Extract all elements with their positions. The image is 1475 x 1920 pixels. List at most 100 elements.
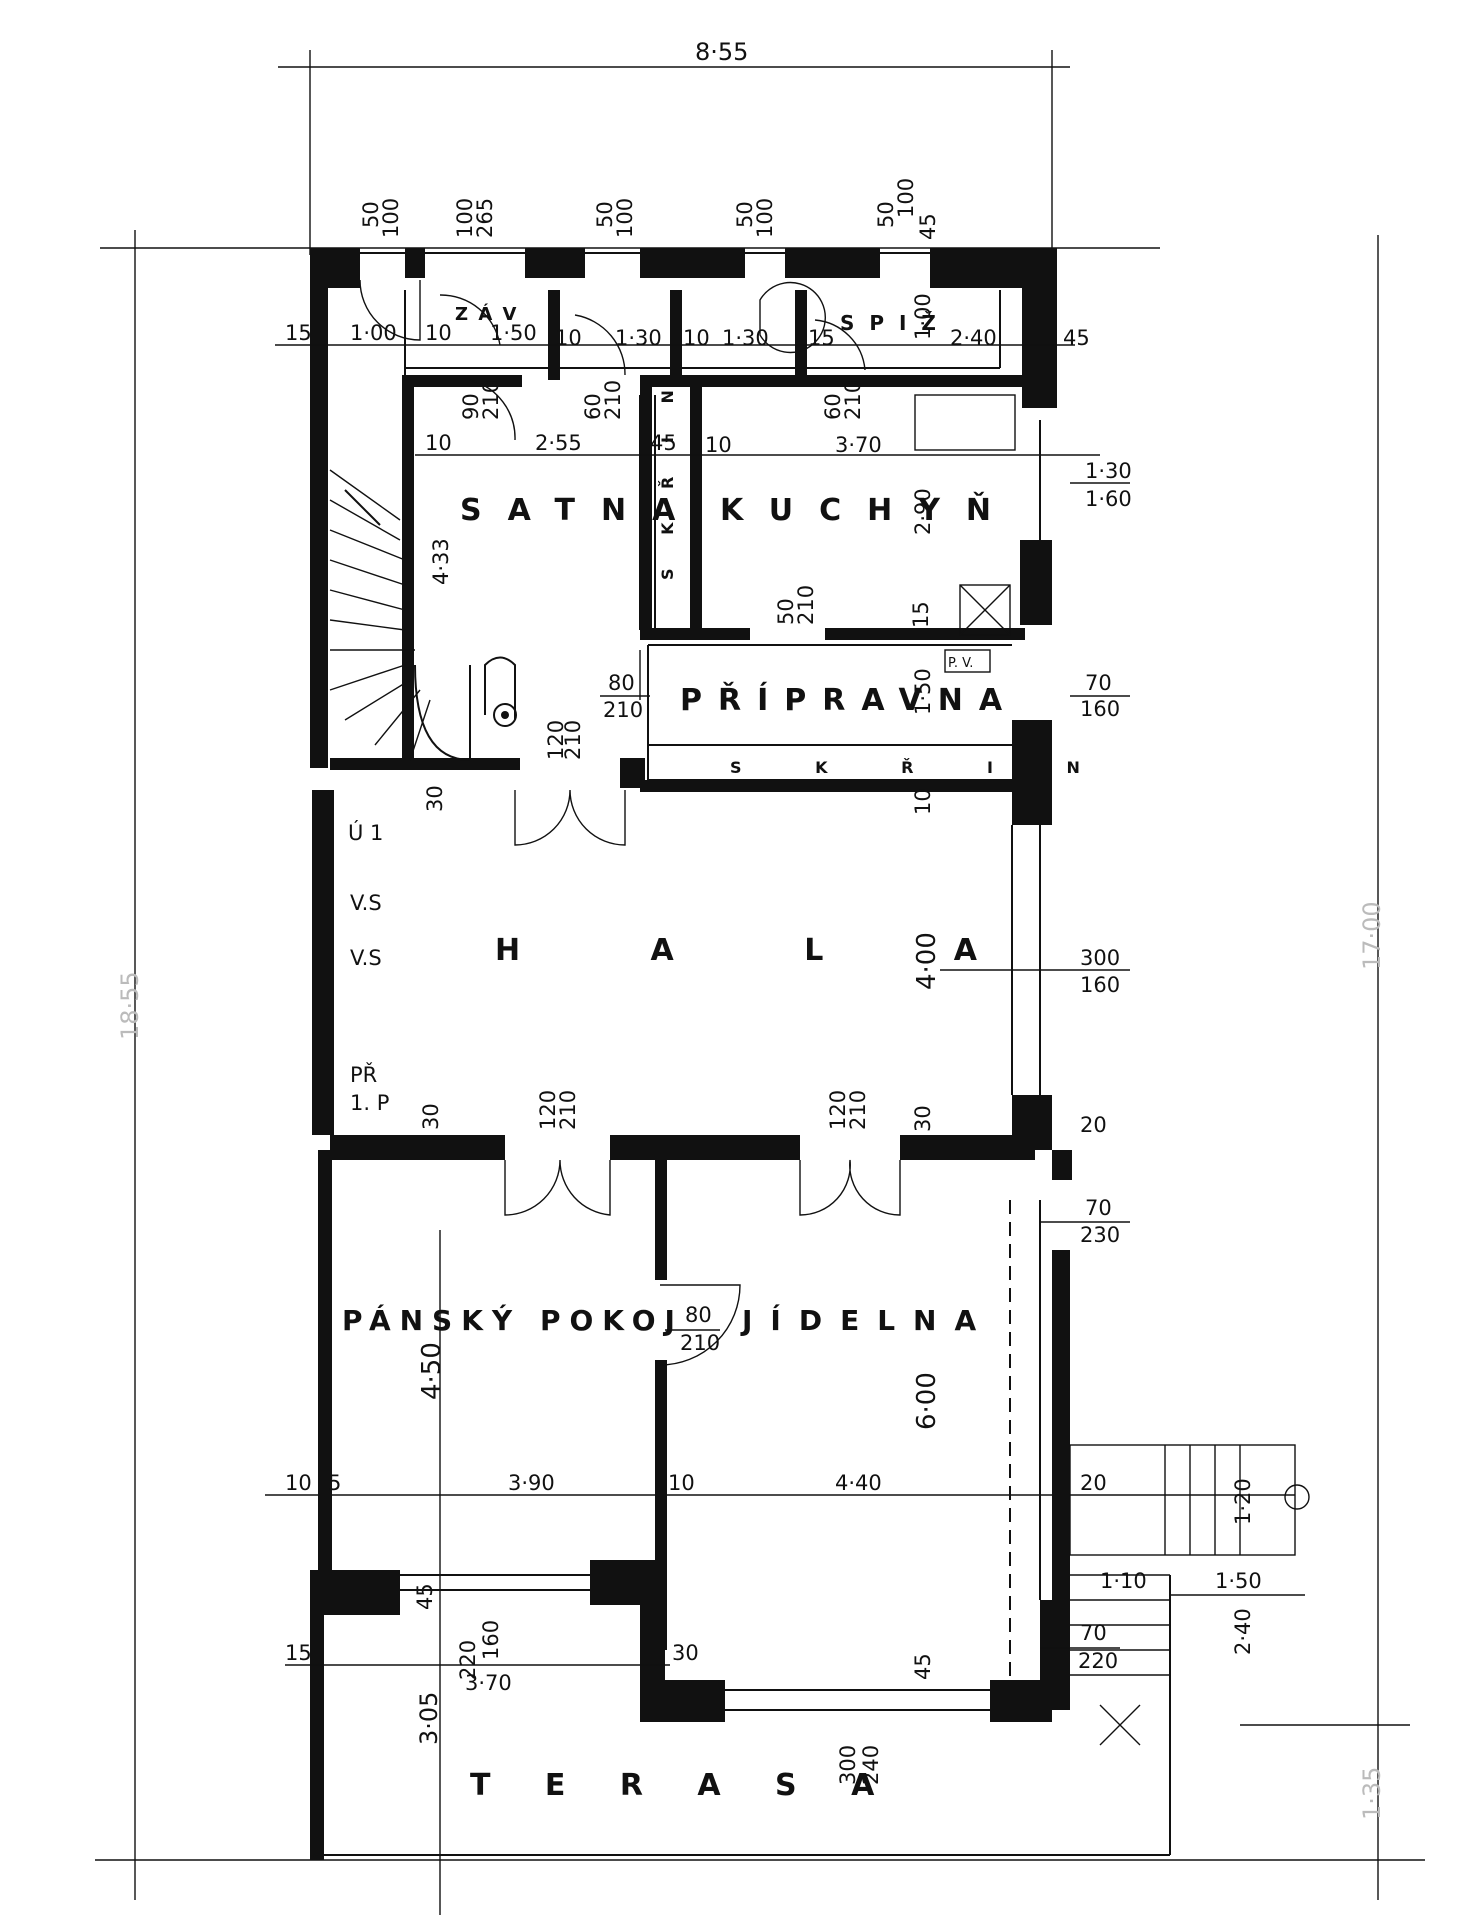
dim-370: 3·70 — [835, 433, 882, 457]
win-k-a: 1·30 — [1085, 459, 1132, 483]
win-top-1-b: 100 — [379, 198, 403, 238]
top-window-sizes: 50 100 100 265 50 100 50 100 50 100 — [359, 178, 918, 238]
fixtures — [324, 252, 1310, 1856]
mark-u1: Ú 1 — [348, 820, 383, 845]
dim-390: 3·90 — [508, 1471, 555, 1495]
overall-dimensions: 8·55 18·55 17·00 1·35 — [116, 38, 1386, 1820]
room-terasa: T E R A S A — [470, 1768, 896, 1803]
win-t-b: 240 — [859, 1745, 883, 1785]
overall-width: 8·55 — [695, 38, 748, 66]
dim-45c: 45 — [650, 431, 677, 455]
mark-p1: 1. P — [350, 1091, 389, 1115]
door-hala-b: 210 — [561, 720, 585, 760]
door-pp-a: 120 — [536, 1090, 560, 1130]
win-j-b: 230 — [1080, 1223, 1120, 1247]
dim-290: 2·90 — [911, 488, 935, 535]
dim-10e: 10 — [705, 433, 732, 457]
dim-10f: 10 — [911, 788, 935, 815]
door-i-a: 80 — [685, 1303, 712, 1327]
dim-15c: 15 — [909, 601, 933, 628]
dim-20a: 20 — [1080, 1113, 1107, 1137]
interior-dimensions: 15 1·00 10 1·50 10 1·30 10 1·30 15 2·40 … — [275, 213, 1305, 1785]
hall-marks: Ú 1 V.S V.S PŘ 1. P P. V. — [348, 656, 973, 1115]
win-top-5-b: 100 — [894, 178, 918, 218]
dim-45a: 45 — [1063, 326, 1090, 350]
dim-20b: 20 — [1080, 1471, 1107, 1495]
dim-15d: 15 — [285, 1641, 312, 1665]
dim-433: 4·33 — [429, 538, 453, 585]
door-hala-a: 120 — [544, 720, 568, 760]
room-skrin-upper: S K Ř I N — [658, 376, 677, 580]
win-t-a: 300 — [836, 1745, 860, 1785]
win-top-3-a: 50 — [593, 201, 617, 228]
dim-10g: 10 — [285, 1471, 312, 1495]
dim-10h: 10 — [668, 1471, 695, 1495]
win-top-3-b: 100 — [613, 198, 637, 238]
dim-10d: 10 — [425, 431, 452, 455]
dim-30a: 30 — [423, 785, 447, 812]
dim-10a: 10 — [425, 321, 452, 345]
dim-370b: 3·70 — [465, 1671, 512, 1695]
overall-right-total: 17·00 — [1358, 901, 1386, 970]
win-pp-a: 220 — [456, 1640, 480, 1680]
dim-30d: 30 — [672, 1641, 699, 1665]
dim-100: 1·00 — [350, 321, 397, 345]
win-h-a: 300 — [1080, 946, 1120, 970]
room-jidelna: JÍDELNA — [740, 1303, 994, 1337]
room-pripravna: PŘÍPRAVNA — [680, 682, 1018, 718]
win-p-b: 160 — [1080, 697, 1120, 721]
walls — [310, 248, 1072, 1860]
dim-150b: 1·50 — [911, 668, 935, 715]
dim-130a: 1·30 — [615, 326, 662, 350]
mark-pv: P. V. — [948, 656, 973, 671]
dim-210: 210 — [794, 585, 818, 625]
dim-150a: 1·50 — [490, 321, 537, 345]
dim-15b: 15 — [808, 326, 835, 350]
win-p-a: 70 — [1085, 671, 1112, 695]
dim-45e: 45 — [911, 1653, 935, 1680]
room-satna: SATNA — [460, 493, 701, 528]
dim-400: 4·00 — [912, 932, 942, 990]
dim-255: 2·55 — [535, 431, 582, 455]
win-top-1-a: 50 — [359, 201, 383, 228]
door-k1-b: 210 — [601, 380, 625, 420]
overall-terrace-depth: 1·35 — [1358, 1767, 1386, 1820]
win-e-a: 70 — [1080, 1621, 1107, 1645]
win-pp-b: 160 — [479, 1620, 503, 1660]
overall-depth: 18·55 — [116, 971, 144, 1040]
win-top-5-a: 50 — [874, 201, 898, 228]
room-hala: H A L A — [495, 933, 1037, 968]
room-pansky-pokoj: PÁNSKÝ POKOJ — [342, 1303, 684, 1337]
room-spiz: S P I Ž — [840, 311, 940, 335]
dim-440: 4·40 — [835, 1471, 882, 1495]
door-j-a: 120 — [826, 1090, 850, 1130]
door-p-a: 80 — [608, 671, 635, 695]
win-j-a: 70 — [1085, 1196, 1112, 1220]
room-skrin-lower: S K Ř I N — [730, 758, 1114, 777]
win-e-b: 220 — [1078, 1649, 1118, 1673]
door-k1-a: 60 — [581, 393, 605, 420]
dim-30b: 30 — [419, 1103, 443, 1130]
dim-30c: 30 — [911, 1105, 935, 1132]
door-satna-b: 210 — [479, 380, 503, 420]
dim-150c: 1·50 — [1215, 1569, 1262, 1593]
win-top-2-a: 100 — [453, 198, 477, 238]
door-i-b: 210 — [680, 1331, 720, 1355]
door-k2-a: 60 — [821, 393, 845, 420]
dim-240b: 2·40 — [1231, 1608, 1255, 1655]
dim-450: 4·50 — [417, 1342, 447, 1400]
mark-vs1: V.S — [350, 891, 382, 915]
room-labels: Z Á V S P I Ž SATNA KUCHYŇ PŘÍPRAVNA S K… — [342, 303, 1114, 1803]
dim-130b: 1·30 — [722, 326, 769, 350]
door-k2-b: 210 — [841, 380, 865, 420]
dim-5: 5 — [328, 1471, 341, 1495]
dim-15a: 15 — [285, 321, 312, 345]
door-p-b: 210 — [603, 698, 643, 722]
dim-50: 50 — [774, 598, 798, 625]
win-top-4-b: 100 — [753, 198, 777, 238]
door-j-b: 210 — [846, 1090, 870, 1130]
dim-45d: 45 — [413, 1583, 437, 1610]
win-top-2-b: 265 — [473, 198, 497, 238]
win-k-b: 1·60 — [1085, 487, 1132, 511]
